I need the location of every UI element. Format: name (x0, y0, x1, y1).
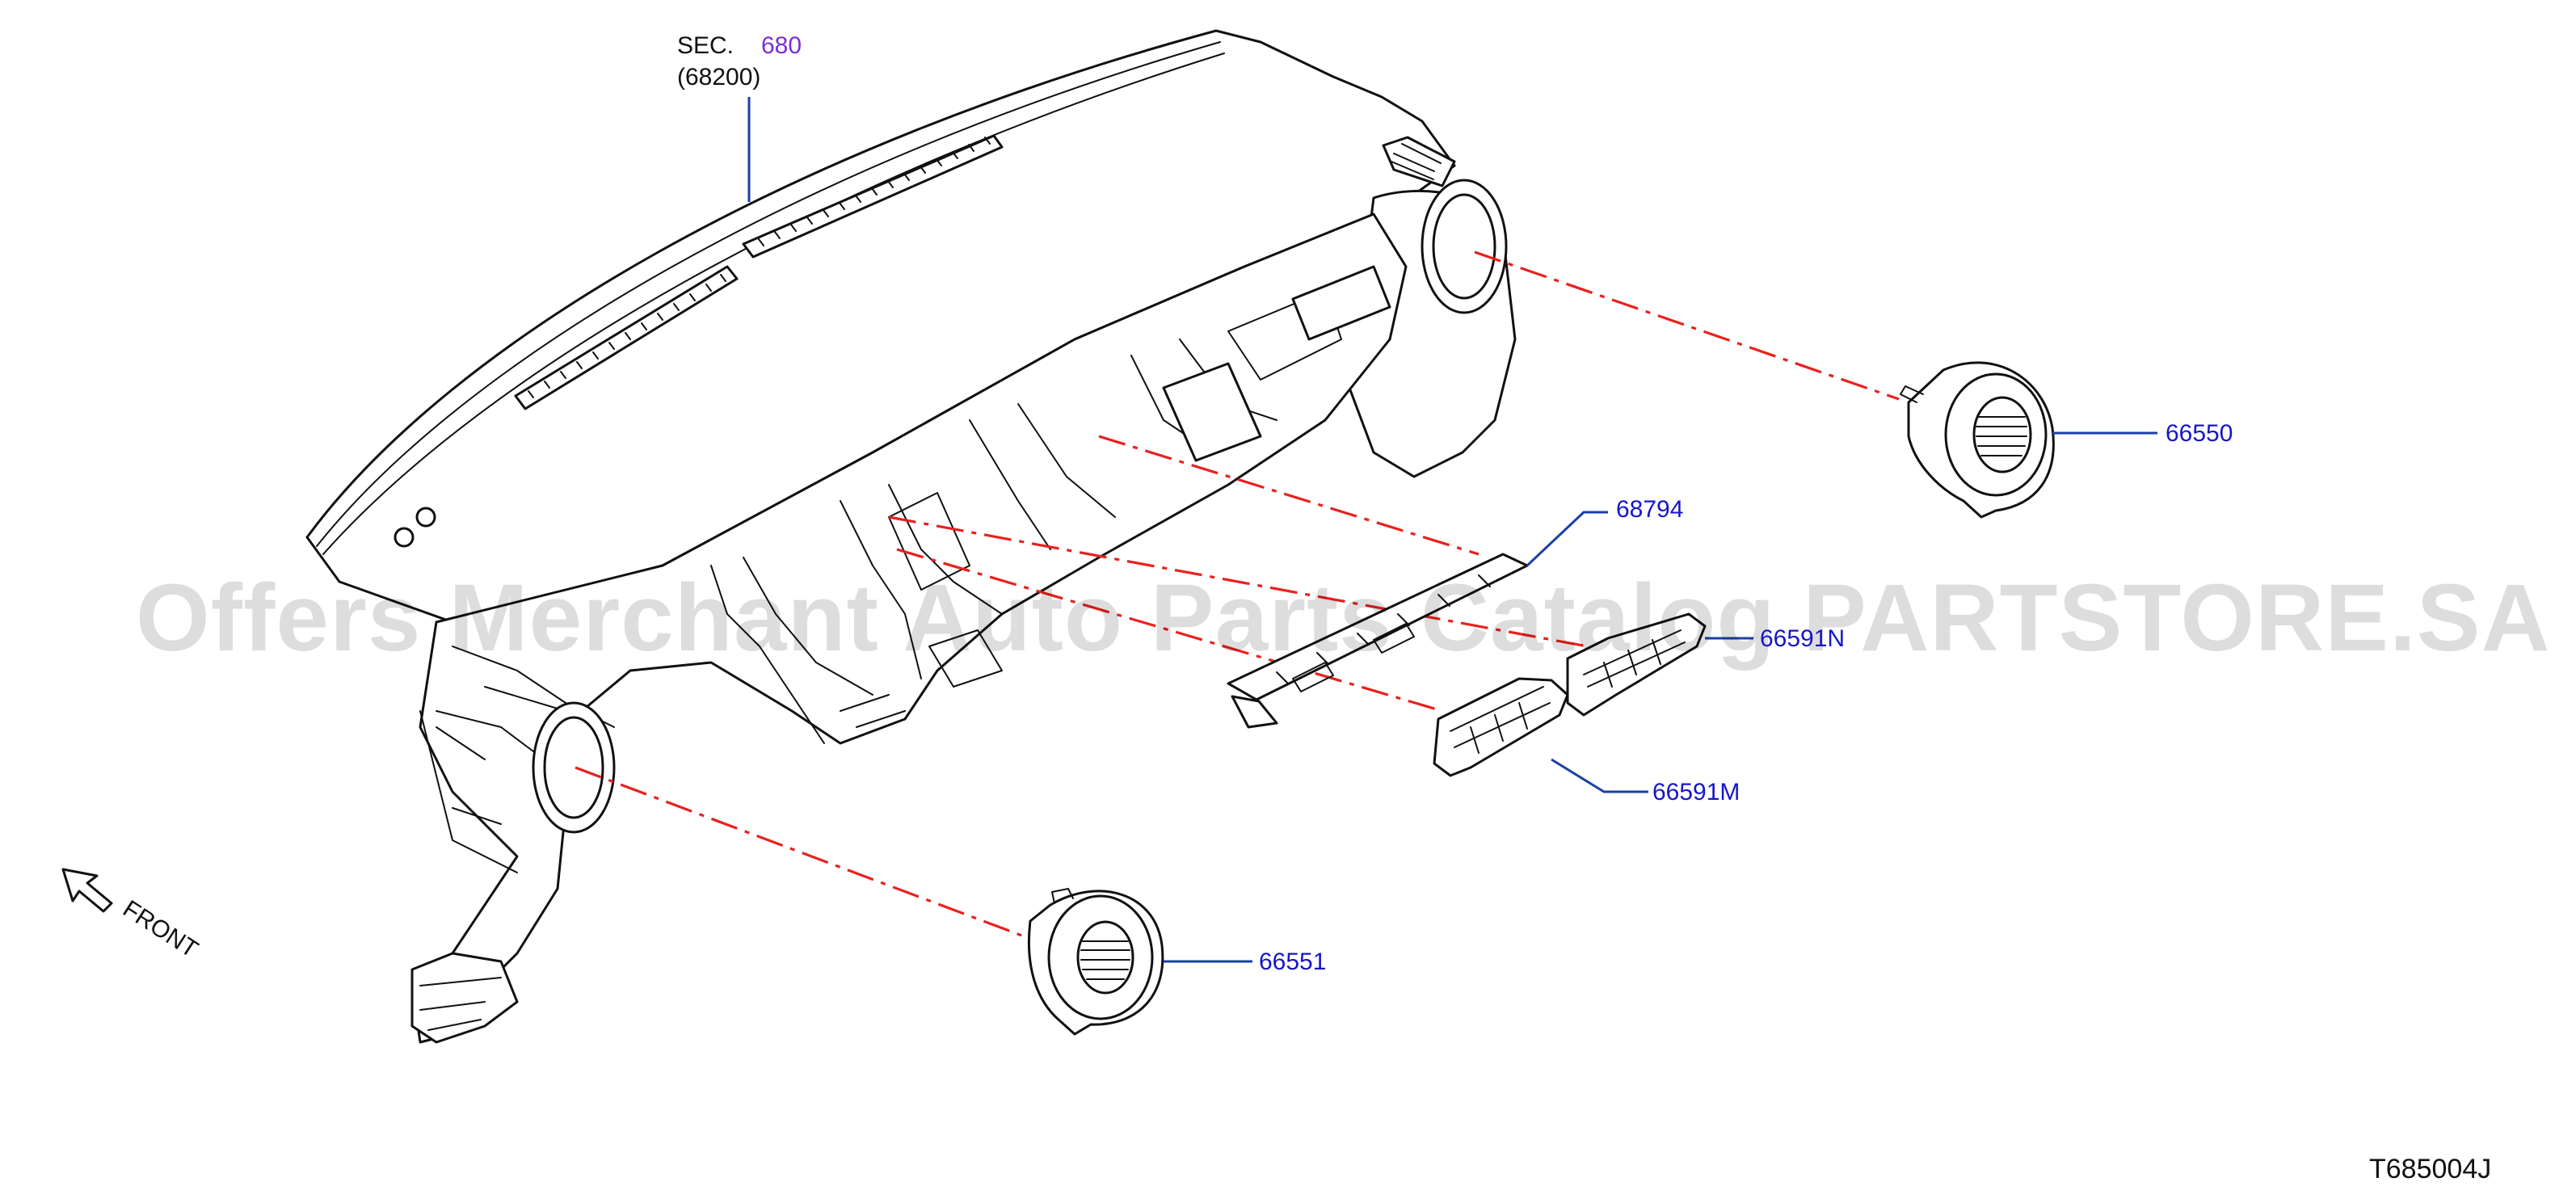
panel-top-surface (305, 29, 1456, 624)
part-66551-side-ventilator-left (1027, 888, 1164, 1036)
panel-side-bracket (410, 952, 519, 1044)
vent-housing-left (532, 701, 616, 834)
projection-line-66591N (888, 515, 1597, 650)
part-66591M-center-ventilator (1433, 677, 1569, 777)
front-orientation-indicator: FRONT (61, 868, 203, 963)
leader-lines (747, 97, 2157, 963)
instrument-panel (305, 29, 1517, 1044)
defroster-grille-left (514, 265, 739, 410)
callout-66551[interactable]: 66551 (1259, 949, 1326, 975)
projection-lines (575, 250, 1900, 939)
leader-66591M (1551, 758, 1648, 793)
defroster-grille-center (742, 134, 1004, 259)
projection-line-66591M (896, 548, 1443, 713)
projection-line-66550 (1474, 250, 1900, 401)
section-sub: (68200) (677, 64, 760, 90)
projection-line-68794 (1098, 435, 1480, 556)
callout-66591N[interactable]: 66591N (1760, 625, 1845, 652)
watermark-text: Offers Merchant Auto Parts Catalog PARTS… (136, 565, 2551, 671)
front-label: FRONT (118, 895, 203, 963)
part-66591N-center-ventilator (1566, 612, 1707, 717)
section-number[interactable]: 680 (761, 32, 802, 59)
section-reference: SEC. 680 (68200) (677, 32, 802, 90)
callout-68794[interactable]: 68794 (1616, 496, 1683, 523)
part-66550-side-ventilator-right (1900, 361, 2055, 519)
callout-66591M[interactable]: 66591M (1652, 779, 1740, 806)
projection-line-66551 (575, 766, 1027, 939)
leader-68794 (1526, 511, 1608, 567)
vent-housing-right (1421, 179, 1508, 314)
callout-66550[interactable]: 66550 (2166, 420, 2233, 447)
section-prefix: SEC. (677, 32, 734, 59)
front-arrow-icon (61, 868, 113, 913)
side-vent-right (1382, 136, 1456, 187)
diagram-code: T685004J (2369, 1154, 2491, 1184)
